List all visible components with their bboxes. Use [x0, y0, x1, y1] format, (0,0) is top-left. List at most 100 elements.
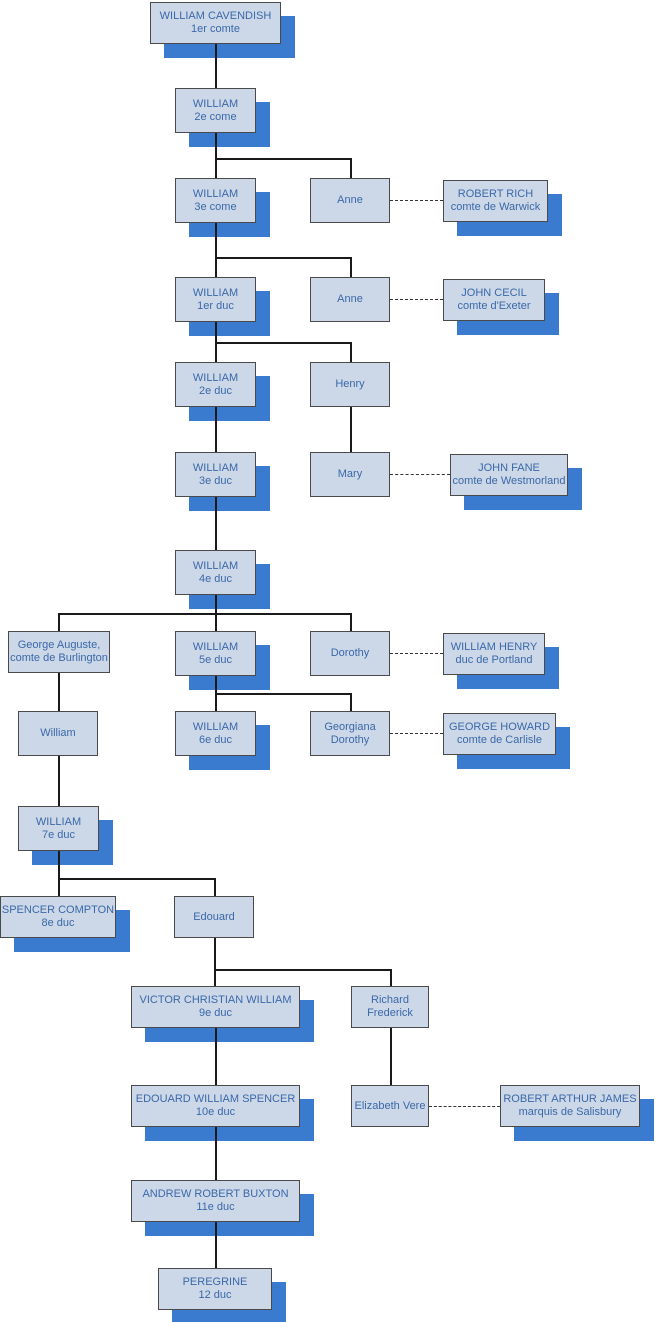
person-title: 3e duc: [198, 474, 233, 487]
person-name: SPENCER COMPTON: [1, 904, 115, 916]
edge-drop-to-dorothy: [350, 613, 352, 631]
edge-7e-duc-children-bar: [58, 878, 214, 880]
edge-henry-to-mary: [350, 407, 352, 452]
person-name: GEORGE HOWARD: [448, 721, 551, 733]
marriage-anne-robert-rich: [390, 200, 443, 201]
edge-10e-duc-to-11e-duc: [215, 1127, 217, 1180]
edge-drop-to-anne-2: [350, 257, 352, 277]
edge-drop-to-edouard: [214, 878, 216, 896]
marriage-georgiana-george-howard: [390, 733, 443, 734]
person-title: 3e come: [194, 200, 237, 213]
marriage-dorothy-william-henry: [390, 653, 443, 654]
person-name: Elizabeth Vere: [354, 1099, 426, 1112]
edge-richard-to-elizabeth: [390, 1028, 392, 1085]
edge-drop-to-richard: [390, 969, 392, 986]
person-name: WILLIAM: [35, 815, 82, 828]
person-name: Georgiana: [324, 720, 376, 733]
edge-drop-to-george-auguste: [58, 613, 60, 631]
person-name: WILLIAM: [192, 720, 239, 733]
person-name: WILLIAM: [192, 97, 239, 110]
edge-1er-comte-to-2e-come: [215, 44, 217, 88]
edge-4e-duc-children-bar: [58, 613, 350, 615]
person-title: 2e duc: [198, 384, 233, 397]
person-name: WILLIAM: [192, 559, 239, 572]
person-name: Richard: [371, 994, 409, 1006]
person-title: 12 duc: [198, 1289, 232, 1301]
person-title: 10e duc: [195, 1106, 236, 1118]
edge-george-auguste-to-william: [58, 673, 60, 711]
person-title: Frederick: [367, 1007, 413, 1019]
person-node[interactable]: William: [18, 711, 98, 756]
edge-11e-duc-to-12-duc: [215, 1222, 217, 1268]
person-name: ROBERT ARTHUR JAMES: [503, 1093, 637, 1105]
edge-drop-to-georgiana: [350, 693, 352, 711]
edge-5e-duc-children-bar: [215, 693, 350, 695]
person-name: JOHN FANE: [478, 462, 540, 474]
person-title: 4e duc: [198, 572, 233, 585]
person-name: WILLIAM: [192, 461, 239, 474]
person-name: WILLIAM: [192, 286, 239, 299]
person-node[interactable]: George Auguste,comte de Burlington: [8, 631, 110, 673]
person-title: 1er duc: [197, 299, 234, 312]
person-name: VICTOR CHRISTIAN WILLIAM: [139, 994, 292, 1006]
edge-2e-duc-to-3e-duc: [215, 407, 217, 452]
person-title: comte de Burlington: [10, 652, 108, 664]
edge-3e-duc-to-4e-duc: [215, 497, 217, 550]
edge-7e-duc-down: [58, 851, 60, 896]
person-title: comte d'Exeter: [457, 300, 531, 312]
edge-3e-come-to-1er-duc: [215, 223, 217, 277]
person-name: WILLIAM HENRY: [450, 641, 538, 653]
person-title: marquis de Salisbury: [518, 1106, 622, 1118]
edge-3e-come-spouse-bar: [215, 257, 350, 259]
person-name: Anne: [337, 194, 363, 206]
person-title: comte de Warwick: [450, 201, 541, 213]
marriage-anne-john-cecil: [390, 299, 443, 300]
person-name: Edouard: [193, 910, 235, 923]
marriage-mary-john-fane: [390, 474, 450, 475]
person-node[interactable]: Elizabeth Vere: [351, 1085, 429, 1127]
person-title: 2e come: [194, 110, 237, 123]
person-node[interactable]: Mary: [310, 452, 390, 497]
person-name: WILLIAM: [192, 640, 239, 653]
person-name: WILLIAM: [192, 187, 239, 200]
person-node[interactable]: Henry: [310, 362, 390, 407]
person-name: William: [40, 727, 76, 739]
person-name: ROBERT RICH: [457, 188, 534, 200]
marriage-elizabeth-robert-arthur: [429, 1106, 500, 1107]
person-node[interactable]: Dorothy: [310, 631, 390, 676]
person-title: 7e duc: [41, 828, 76, 841]
person-name: Henry: [335, 378, 365, 390]
person-node[interactable]: Anne: [310, 178, 390, 223]
person-node[interactable]: Edouard: [174, 896, 254, 938]
person-name: WILLIAM CAVENDISH: [159, 10, 272, 22]
person-title: comte de Carlisle: [457, 734, 542, 746]
person-title: 1er comte: [191, 23, 240, 35]
person-node[interactable]: Anne: [310, 277, 390, 322]
person-title: 8e duc: [41, 917, 75, 929]
person-title: 9e duc: [198, 1007, 233, 1019]
edge-drop-to-anne-1: [350, 158, 352, 178]
